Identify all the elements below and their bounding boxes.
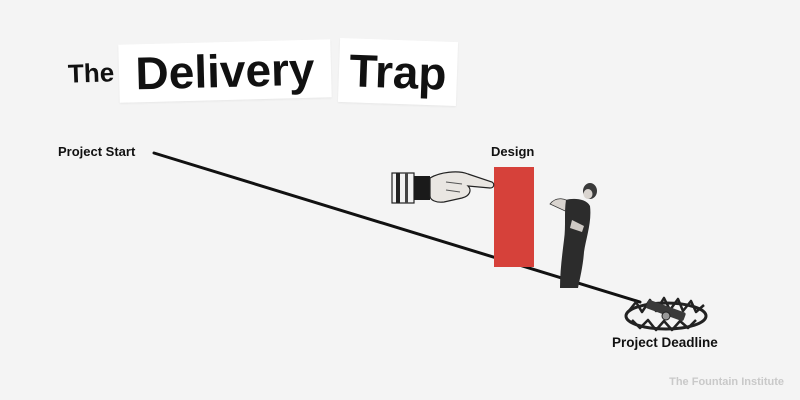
footer-credit: The Fountain Institute [669,376,784,388]
timeline-line [152,151,642,304]
label-project-start: Project Start [58,144,136,159]
woman-figure-icon [549,183,597,288]
bear-trap-icon [624,296,708,332]
design-bar [494,167,534,267]
label-design: Design [491,144,535,159]
label-project-deadline: Project Deadline [612,335,718,350]
pointing-hand-icon [391,171,495,204]
